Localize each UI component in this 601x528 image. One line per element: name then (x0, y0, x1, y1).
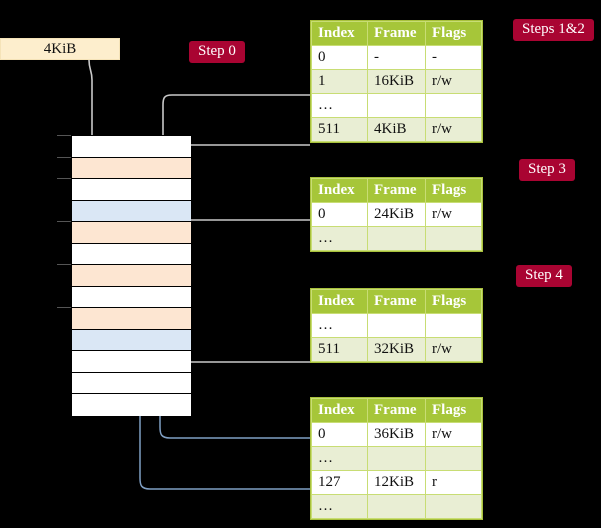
table-cell: … (311, 494, 368, 519)
memory-frame-row (72, 308, 191, 330)
table-cell: 4KiB (367, 117, 426, 142)
table-cell (367, 313, 426, 338)
memory-address-tick (57, 307, 71, 308)
table-cell: r/w (425, 69, 482, 94)
table-cell (425, 93, 482, 118)
table-cell (425, 494, 482, 519)
step-badge-step-3: Step 3 (519, 159, 575, 181)
memory-frame-row (72, 372, 191, 394)
table-row: … (311, 93, 482, 118)
memory-frame-row (72, 157, 191, 179)
step-badge-steps-1-2: Steps 1&2 (513, 19, 594, 41)
table-cell (367, 494, 426, 519)
table-cell (425, 313, 482, 338)
connector-table2-24kib (179, 219, 310, 248)
step-badge-step-4: Step 4 (516, 265, 572, 287)
memory-frame-row (72, 286, 191, 308)
table-column-header-index: Index (311, 21, 368, 46)
table-cell: r/w (425, 117, 482, 142)
table-cell: - (367, 45, 426, 70)
table-cell: 511 (311, 117, 368, 142)
table-column-header-frame: Frame (367, 289, 426, 314)
table-cell: 16KiB (367, 69, 426, 94)
memory-frame-row (72, 243, 191, 265)
table-cell (367, 226, 426, 251)
table-column-header-index: Index (311, 398, 368, 423)
memory-frame-row (72, 351, 191, 373)
size-label-4kib: 4KiB (0, 38, 120, 60)
table-cell: … (311, 93, 368, 118)
table-column-header-flags: Flags (425, 178, 482, 203)
table-cell: 1 (311, 69, 368, 94)
physical-memory-column (71, 135, 191, 416)
table-cell (425, 446, 482, 471)
table-cell: 36KiB (367, 422, 426, 447)
table-cell (367, 93, 426, 118)
memory-frame-row (72, 265, 191, 287)
table-column-header-flags: Flags (425, 21, 482, 46)
memory-address-tick (57, 178, 71, 179)
table-column-header-flags: Flags (425, 398, 482, 423)
table-column-header-flags: Flags (425, 289, 482, 314)
step-badge-step-0: Step 0 (189, 41, 245, 63)
table-column-header-index: Index (311, 178, 368, 203)
table-cell: r/w (425, 202, 482, 227)
memory-frame-row (72, 136, 191, 158)
memory-frame-row (72, 329, 191, 351)
table-row: … (311, 494, 482, 519)
table-cell: 32KiB (367, 337, 426, 362)
connector-table1-4kib (178, 144, 310, 198)
table-cell: 24KiB (367, 202, 426, 227)
table-row: … (311, 313, 482, 338)
table-column-header-frame: Frame (367, 178, 426, 203)
table-cell: 0 (311, 202, 368, 227)
table-column-header-frame: Frame (367, 398, 426, 423)
table-cell (425, 226, 482, 251)
table-cell: r (425, 470, 482, 495)
table-cell: r/w (425, 422, 482, 447)
memory-address-tick (57, 156, 71, 158)
table-row: … (311, 446, 482, 471)
table-cell: … (311, 226, 368, 251)
table-cell: 12KiB (367, 470, 426, 495)
memory-frame-row (72, 394, 191, 416)
table-cell (367, 446, 426, 471)
memory-address-tick (57, 135, 71, 136)
memory-address-tick (57, 264, 71, 265)
table-cell: … (311, 446, 368, 471)
memory-frame-row (72, 200, 191, 222)
table-row: … (311, 226, 482, 251)
memory-address-tick (57, 221, 71, 222)
table-cell: 127 (311, 470, 368, 495)
table-cell: 511 (311, 337, 368, 362)
table-column-header-frame: Frame (367, 21, 426, 46)
table-cell: - (425, 45, 482, 70)
table-cell: 0 (311, 422, 368, 447)
table-cell: 0 (311, 45, 368, 70)
table-cell: … (311, 313, 368, 338)
memory-frame-row (72, 222, 191, 244)
table-column-header-index: Index (311, 289, 368, 314)
memory-frame-row (72, 179, 191, 201)
table-cell: r/w (425, 337, 482, 362)
table-row: 0-- (311, 45, 482, 70)
connector-table3-32kib (179, 316, 310, 363)
